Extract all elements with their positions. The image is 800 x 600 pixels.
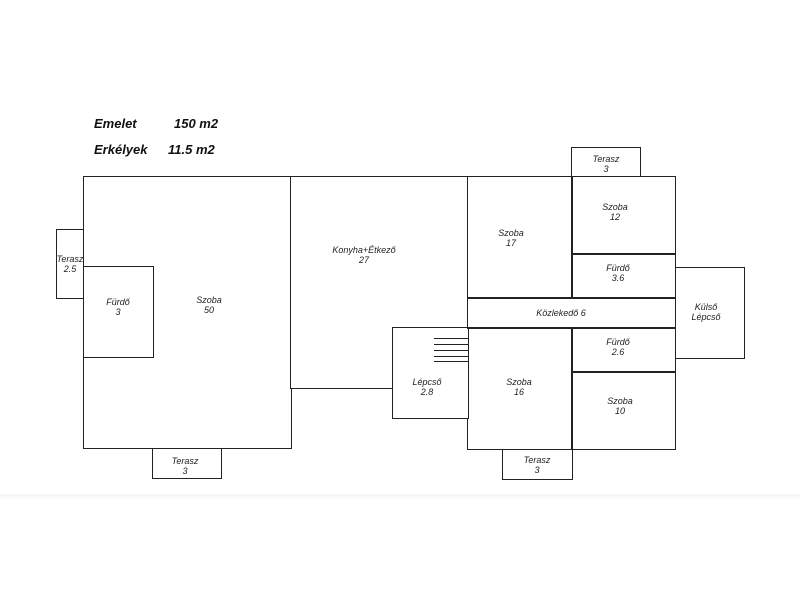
room-area: 3 xyxy=(115,307,121,317)
room-name: Szoba xyxy=(602,202,628,212)
room-area: 3 xyxy=(182,466,188,476)
floor-label: Emelet xyxy=(94,116,137,131)
floor-area: 150 m2 xyxy=(174,116,219,131)
room-name: Szoba xyxy=(498,228,524,238)
room-furdo-left xyxy=(83,266,154,358)
room-name: Szoba xyxy=(506,377,532,387)
room-name: Közlekedő 6 xyxy=(536,308,586,318)
stair-tread xyxy=(434,338,468,339)
room-name: Terasz xyxy=(592,154,620,164)
stair-tread xyxy=(434,356,468,357)
room-name: Fürdő xyxy=(606,263,630,273)
room-name: Terasz xyxy=(171,456,199,466)
room-area: 3 xyxy=(534,465,540,475)
wall xyxy=(467,297,676,299)
room-name: Külső xyxy=(694,302,718,312)
room-name: Szoba xyxy=(196,295,222,305)
room-area: 3.6 xyxy=(611,273,625,283)
room-area: 2.6 xyxy=(611,347,625,357)
stair-tread xyxy=(434,361,468,362)
room-name: Terasz xyxy=(56,254,84,264)
balcony-label: Erkélyek xyxy=(94,142,148,157)
room-name: Terasz xyxy=(523,455,551,465)
wall xyxy=(571,176,573,299)
room-lepcso xyxy=(392,327,469,419)
room-area: 3 xyxy=(603,164,609,174)
bottom-edge xyxy=(0,494,800,500)
stair-tread xyxy=(434,350,468,351)
room-area: 17 xyxy=(505,238,516,248)
room-area: 10 xyxy=(614,406,625,416)
wall xyxy=(571,253,676,255)
room-area: 2.5 xyxy=(63,264,77,274)
room-name: Fürdő xyxy=(606,337,630,347)
room-name: Lépcső xyxy=(412,377,442,387)
room-area: 50 xyxy=(203,305,214,315)
wall xyxy=(571,371,676,373)
wall xyxy=(571,327,573,450)
room-area: 16 xyxy=(513,387,524,397)
room-area: 2.8 xyxy=(420,387,434,397)
room-terasz-bottom-right xyxy=(502,447,573,480)
room-area: 27 xyxy=(358,255,370,265)
room-name: Szoba xyxy=(607,396,633,406)
room-terasz-left xyxy=(56,229,86,299)
room-area: 12 xyxy=(609,212,620,222)
label-kozlekedo: Közlekedő 6 xyxy=(536,308,586,318)
room-name-2: Lépcső xyxy=(691,312,721,322)
balcony-area: 11.5 m2 xyxy=(168,142,215,157)
room-terasz-bottom-left xyxy=(152,447,222,479)
room-name: Fürdő xyxy=(106,297,130,307)
room-name: Konyha+Étkező xyxy=(332,245,396,255)
wall xyxy=(467,327,676,329)
stair-tread xyxy=(434,344,468,345)
